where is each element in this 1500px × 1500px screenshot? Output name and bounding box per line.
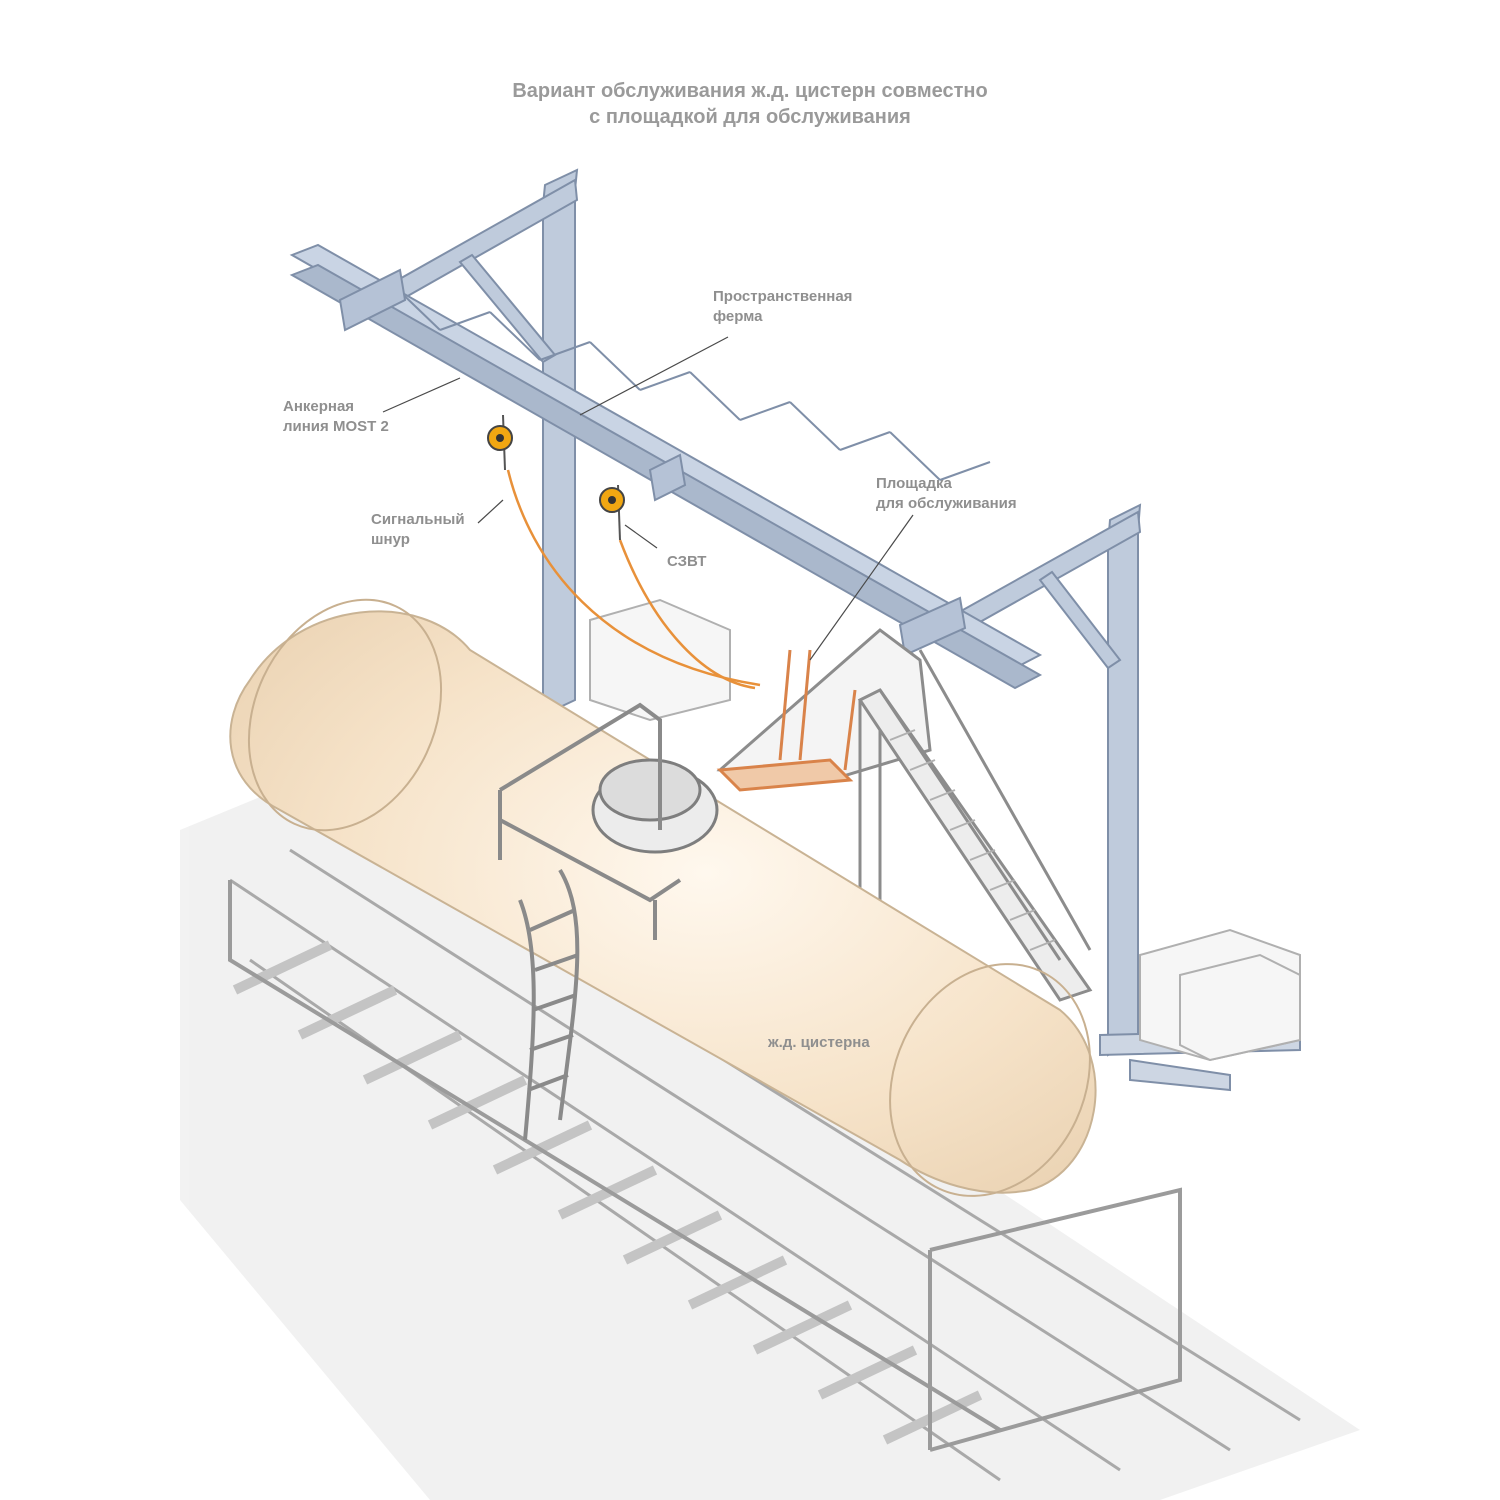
- label-space-truss-line-1: Пространственная: [713, 288, 853, 305]
- label-service-platform: Площадка для обслуживания: [876, 474, 1017, 514]
- label-anchor-line: Анкерная линия MOST 2: [283, 397, 389, 437]
- label-signal-cord-line-1: Сигнальный: [371, 511, 465, 528]
- service-platform: [716, 628, 1093, 1002]
- label-space-truss-line-2: ферма: [713, 308, 763, 325]
- tank-car: [0, 560, 1182, 1500]
- label-szvt-line-1: СЗВТ: [667, 553, 707, 570]
- label-space-truss: Пространственная ферма: [713, 287, 852, 327]
- fall-arrester-devices: [487, 414, 625, 541]
- label-tank-car: ж.д. цистерна: [768, 1033, 870, 1053]
- page-title: Вариант обслуживания ж.д. цистерн совмес…: [0, 78, 1500, 130]
- counterweight-blocks-left: [589, 598, 731, 722]
- leader-lines: [382, 336, 914, 661]
- signal-cords: [506, 469, 761, 690]
- label-szvt: СЗВТ: [667, 552, 706, 572]
- title-line-1: Вариант обслуживания ж.д. цистерн совмес…: [512, 80, 988, 102]
- label-anchor-line-line-1: Анкерная: [283, 398, 355, 415]
- title-line-2: с площадкой для обслуживания: [589, 106, 911, 128]
- folding-gangway: [716, 649, 857, 792]
- space-truss: [289, 243, 1043, 690]
- label-service-platform-line-1: Площадка: [876, 475, 952, 492]
- dome-hatch: [591, 758, 719, 854]
- label-signal-cord: Сигнальный шнур: [371, 510, 465, 550]
- label-tank-car-line-1: ж.д. цистерна: [768, 1034, 870, 1051]
- label-signal-cord-line-2: шнур: [371, 531, 410, 548]
- counterweight-blocks-right: [1139, 928, 1301, 1062]
- portal-frame-left: [378, 168, 579, 717]
- label-anchor-line-line-2: линия MOST 2: [283, 418, 389, 435]
- label-service-platform-line-2: для обслуживания: [876, 495, 1017, 512]
